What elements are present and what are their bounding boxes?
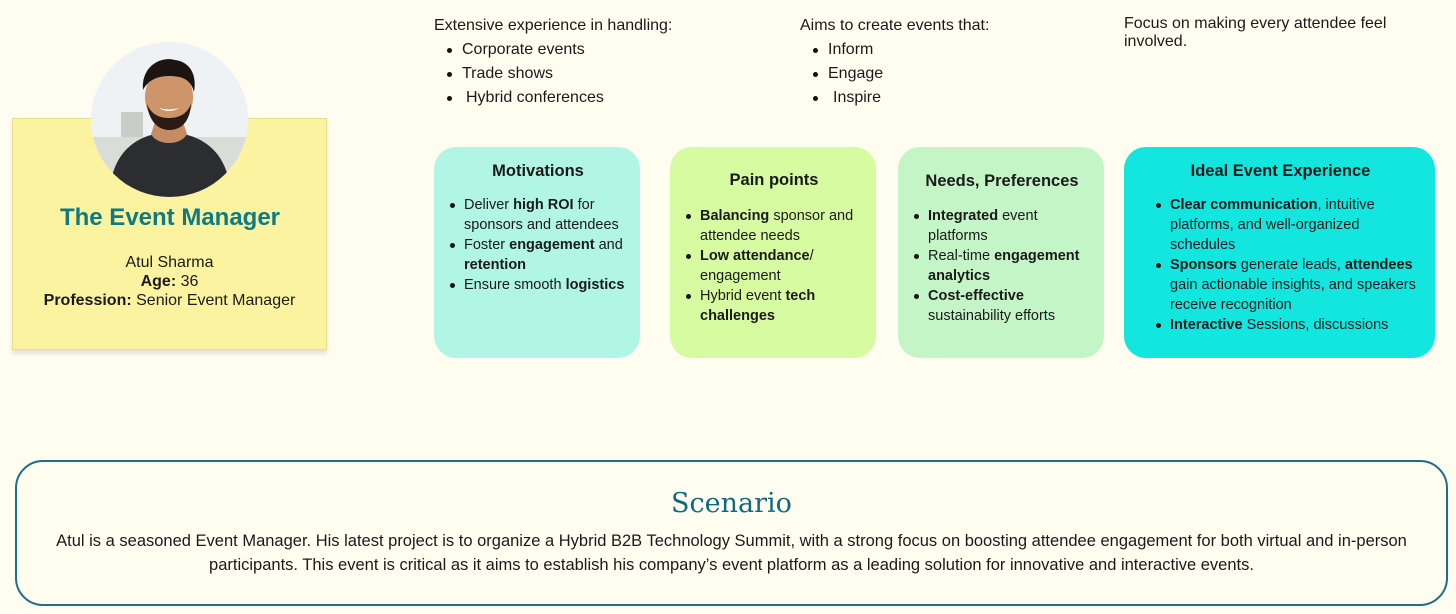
- statement-heading: Focus on making every attendee feel invo…: [1124, 15, 1387, 50]
- card-title: Motivations: [492, 162, 584, 180]
- age-value: 36: [180, 273, 199, 290]
- list-item: Ensure smooth logistics: [448, 275, 628, 295]
- list-item: Hybrid event tech challenges: [684, 286, 864, 326]
- list-item: Integrated event platforms: [912, 206, 1092, 246]
- card-needs-preferences: Needs, Preferences Integrated event plat…: [898, 147, 1104, 358]
- list-item: Cost-effective sustainability efforts: [912, 286, 1092, 326]
- persona-name: Atul Sharma: [125, 254, 214, 271]
- profession-label: Profession:: [43, 292, 132, 309]
- list-item: Inform: [800, 38, 989, 62]
- statement-experience: Extensive experience in handling: Corpor…: [434, 14, 672, 110]
- age-label: Age:: [140, 273, 177, 290]
- list-item: Clear communication, intuitive platforms…: [1154, 195, 1423, 255]
- list-item: Trade shows: [434, 62, 672, 86]
- statement-focus: Focus on making every attendee feel invo…: [1124, 15, 1394, 51]
- list-item: Low attendance/ engagement: [684, 246, 864, 286]
- list-item: Sponsors generate leads, attendees gain …: [1154, 255, 1423, 315]
- list-item: Real-time engagement analytics: [912, 246, 1092, 286]
- list-item: Deliver high ROI for sponsors and attend…: [448, 195, 628, 235]
- statement-heading: Extensive experience in handling:: [434, 17, 673, 34]
- list-item: Engage: [800, 62, 989, 86]
- card-title: Pain points: [729, 171, 819, 189]
- list-item: Inspire: [800, 86, 989, 110]
- persona-profession: Profession: Senior Event Manager: [12, 291, 327, 310]
- scenario-title: Scenario: [671, 488, 792, 519]
- list-item: Balancing sponsor and attendee needs: [684, 206, 864, 246]
- card-title: Needs, Preferences: [925, 172, 1079, 190]
- scenario-body: Atul is a seasoned Event Manager. His la…: [56, 532, 1407, 574]
- persona-info: Atul Sharma Age: 36 Profession: Senior E…: [12, 253, 327, 310]
- card-pain-points: Pain points Balancing sponsor and attend…: [670, 147, 876, 358]
- list-item: Hybrid conferences: [434, 86, 672, 110]
- card-title: Ideal Event Experience: [1190, 162, 1371, 180]
- scenario-box: Scenario Atul is a seasoned Event Manage…: [15, 460, 1448, 606]
- list-item: Foster engagement and retention: [448, 235, 628, 275]
- statement-heading: Aims to create events that:: [800, 17, 990, 34]
- persona-age: Age: 36: [12, 272, 327, 291]
- persona-title: The Event Manager: [59, 204, 281, 231]
- card-ideal-event-experience: Ideal Event Experience Clear communicati…: [1124, 147, 1435, 358]
- list-item: Interactive Sessions, discussions: [1154, 315, 1423, 335]
- persona-avatar: [91, 42, 248, 197]
- profession-value: Senior Event Manager: [136, 292, 296, 309]
- card-motivations: Motivations Deliver high ROI for sponsor…: [434, 147, 640, 358]
- statement-aims: Aims to create events that: Inform Engag…: [800, 14, 989, 110]
- list-item: Corporate events: [434, 38, 672, 62]
